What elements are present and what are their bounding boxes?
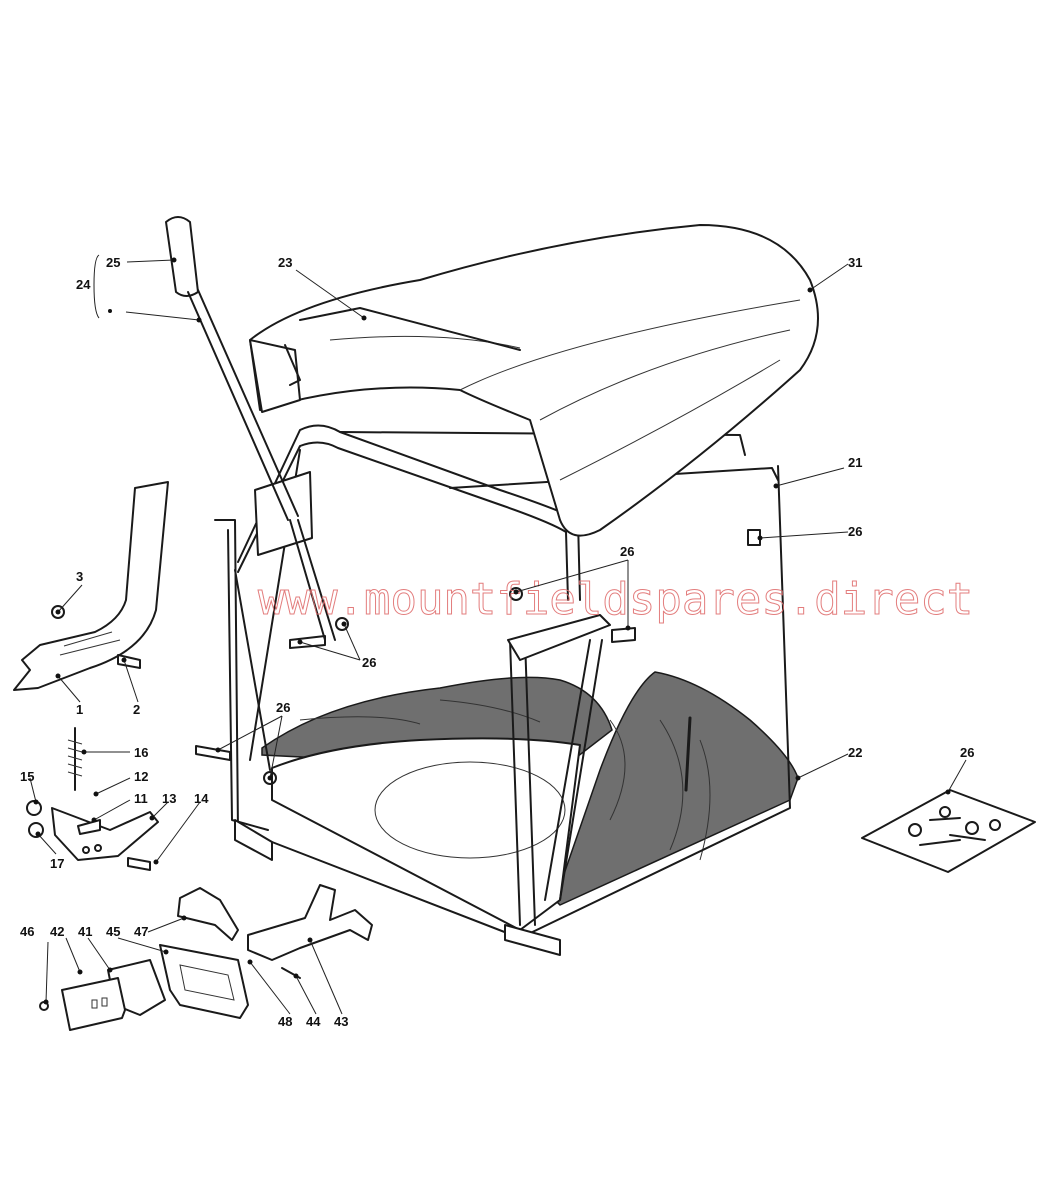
callout-47: 47 (134, 924, 148, 939)
grass-bag (261, 671, 799, 931)
frame (195, 424, 791, 956)
callout-15: 15 (20, 769, 34, 784)
callout-13: 13 (162, 791, 176, 806)
callout-14: 14 (194, 791, 209, 806)
latch-plate-13 (51, 807, 159, 871)
callout-numbers: 25 24 23 31 21 26 26 26 26 22 26 3 1 2 1… (20, 255, 974, 1029)
cover-42 (61, 977, 126, 1031)
callout-1: 1 (76, 702, 83, 717)
callout-46: 46 (20, 924, 34, 939)
callout-17: 17 (50, 856, 64, 871)
callout-25: 25 (106, 255, 120, 270)
callout-31: 31 (848, 255, 862, 270)
callout-43: 43 (334, 1014, 348, 1029)
callout-48: 48 (278, 1014, 292, 1029)
nut-15-17 (26, 800, 44, 838)
callout-26-lower: 26 (276, 700, 290, 715)
callout-21: 21 (848, 455, 862, 470)
callout-26-right: 26 (848, 524, 862, 539)
bracket-1 (13, 481, 169, 691)
callout-23: 23 (278, 255, 292, 270)
callout-41: 41 (78, 924, 92, 939)
callout-42: 42 (50, 924, 64, 939)
callout-26-upper: 26 (620, 544, 634, 559)
callout-22: 22 (848, 745, 862, 760)
fixings-bag (861, 789, 1036, 873)
callout-16: 16 (134, 745, 148, 760)
watermark-text: www.mountfieldspares.direct (258, 574, 973, 625)
leader-dots (33, 257, 951, 1005)
callout-24: 24 (76, 277, 91, 292)
callout-2: 2 (133, 702, 140, 717)
callout-44: 44 (306, 1014, 321, 1029)
callout-45: 45 (106, 924, 120, 939)
callout-12: 12 (134, 769, 148, 784)
latch-bracket-43 (247, 884, 373, 961)
spring-16 (67, 727, 83, 791)
callout-3: 3 (76, 569, 83, 584)
latch-bracket-47 (177, 887, 239, 941)
lever-handle (165, 216, 336, 641)
callout-26-middle: 26 (362, 655, 376, 670)
leader-lines (29, 254, 967, 1015)
plate-45 (159, 944, 249, 1019)
grass-cover (249, 224, 819, 537)
callout-11: 11 (134, 791, 148, 806)
callout-26-kit: 26 (960, 745, 974, 760)
